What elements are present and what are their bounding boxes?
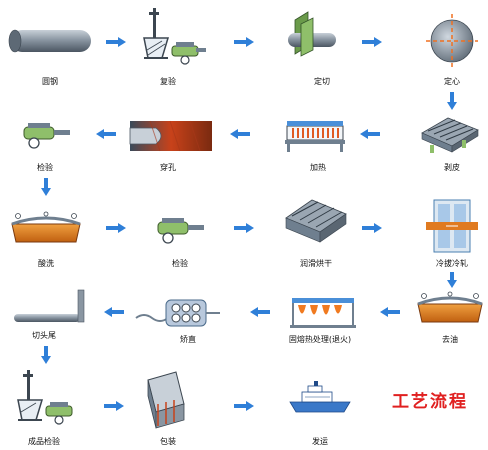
step-label: 润滑烘干	[300, 258, 332, 268]
step-cut-to-length: 定切	[288, 11, 336, 86]
step-label: 矫直	[180, 334, 196, 344]
step-pickling: 酸洗	[11, 211, 81, 268]
cutting-icon	[288, 11, 336, 57]
inspection-scale-icon	[17, 370, 73, 425]
step-centering: 定心	[426, 14, 478, 86]
inspection-scale-icon	[143, 8, 206, 65]
arrow-left-icon	[380, 307, 400, 317]
step-heating: 加热	[285, 121, 345, 172]
step-label: 穿孔	[160, 162, 176, 172]
step-label: 复验	[160, 76, 176, 86]
arrow-down-icon	[447, 272, 457, 288]
step-label: 去油	[442, 334, 458, 344]
step-label: 定切	[314, 76, 330, 86]
peeling-machine-icon	[421, 117, 479, 153]
cold-drawing-icon	[426, 199, 478, 253]
centering-icon	[426, 14, 478, 68]
step-label: 酸洗	[38, 258, 54, 268]
step-inspection-1: 检验	[23, 123, 70, 172]
packaging-icon	[147, 371, 185, 429]
arrow-down-icon	[41, 178, 51, 196]
arrow-right-icon	[234, 223, 254, 233]
step-inspection-2: 检验	[157, 218, 204, 268]
pickling-tank-icon	[11, 211, 81, 243]
arrow-left-icon	[250, 307, 270, 317]
step-label: 包装	[160, 436, 176, 446]
step-label: 定心	[444, 76, 460, 86]
step-label: 固熔热处理(退火)	[289, 334, 351, 344]
arrow-left-icon	[360, 129, 380, 139]
step-label: 剥皮	[444, 162, 460, 172]
step-label: 冷拔冷轧	[436, 258, 468, 268]
arrow-right-icon	[106, 37, 126, 47]
step-end-cutting: 切头尾	[14, 289, 85, 340]
step-solution-annealing: 固熔热处理(退火)	[289, 298, 356, 344]
flow-arrows	[41, 37, 457, 411]
step-straightening: 矫直	[135, 299, 220, 344]
arrow-left-icon	[96, 129, 116, 139]
arrow-right-icon	[234, 401, 254, 411]
step-cold-drawing-rolling: 冷拔冷轧	[426, 199, 478, 268]
arrow-right-icon	[362, 223, 382, 233]
step-packaging: 包装	[147, 371, 185, 446]
step-round-bar: 圆钢	[8, 29, 91, 86]
round-bar-icon	[8, 29, 91, 53]
step-degreasing: 去油	[417, 291, 483, 344]
pipe-end-cutting-icon	[14, 289, 85, 323]
lubricating-drying-icon	[285, 199, 347, 243]
step-label: 加热	[310, 162, 326, 172]
arrow-right-icon	[234, 37, 254, 47]
inspection-gauge-icon	[23, 123, 70, 149]
annealing-furnace-icon	[290, 298, 356, 328]
step-label: 检验	[172, 258, 188, 268]
step-label: 成品检验	[28, 436, 60, 446]
straightening-icon	[135, 299, 220, 327]
arrow-down-icon	[41, 346, 51, 364]
piercing-icon	[129, 120, 212, 152]
step-label: 切头尾	[32, 330, 56, 340]
step-label: 检验	[37, 162, 53, 172]
arrow-right-icon	[106, 223, 126, 233]
inspection-gauge-icon	[157, 218, 204, 244]
step-label: 发运	[312, 436, 328, 446]
step-final-inspection: 成品检验	[17, 370, 73, 446]
step-reinspection: 复验	[143, 8, 206, 86]
ship-icon	[289, 381, 351, 413]
degreasing-tank-icon	[417, 291, 483, 323]
heating-furnace-icon	[285, 121, 345, 152]
arrow-left-icon	[230, 129, 250, 139]
step-label: 圆钢	[42, 76, 58, 86]
arrow-right-icon	[104, 401, 124, 411]
step-piercing: 穿孔	[129, 120, 212, 172]
arrow-right-icon	[362, 37, 382, 47]
arrow-left-icon	[104, 307, 124, 317]
step-peeling: 剥皮	[421, 117, 479, 172]
step-shipping: 发运	[289, 381, 351, 446]
arrow-down-icon	[447, 92, 457, 110]
diagram-title: 工艺流程	[392, 391, 468, 412]
step-lubricating-drying: 润滑烘干	[285, 199, 347, 268]
